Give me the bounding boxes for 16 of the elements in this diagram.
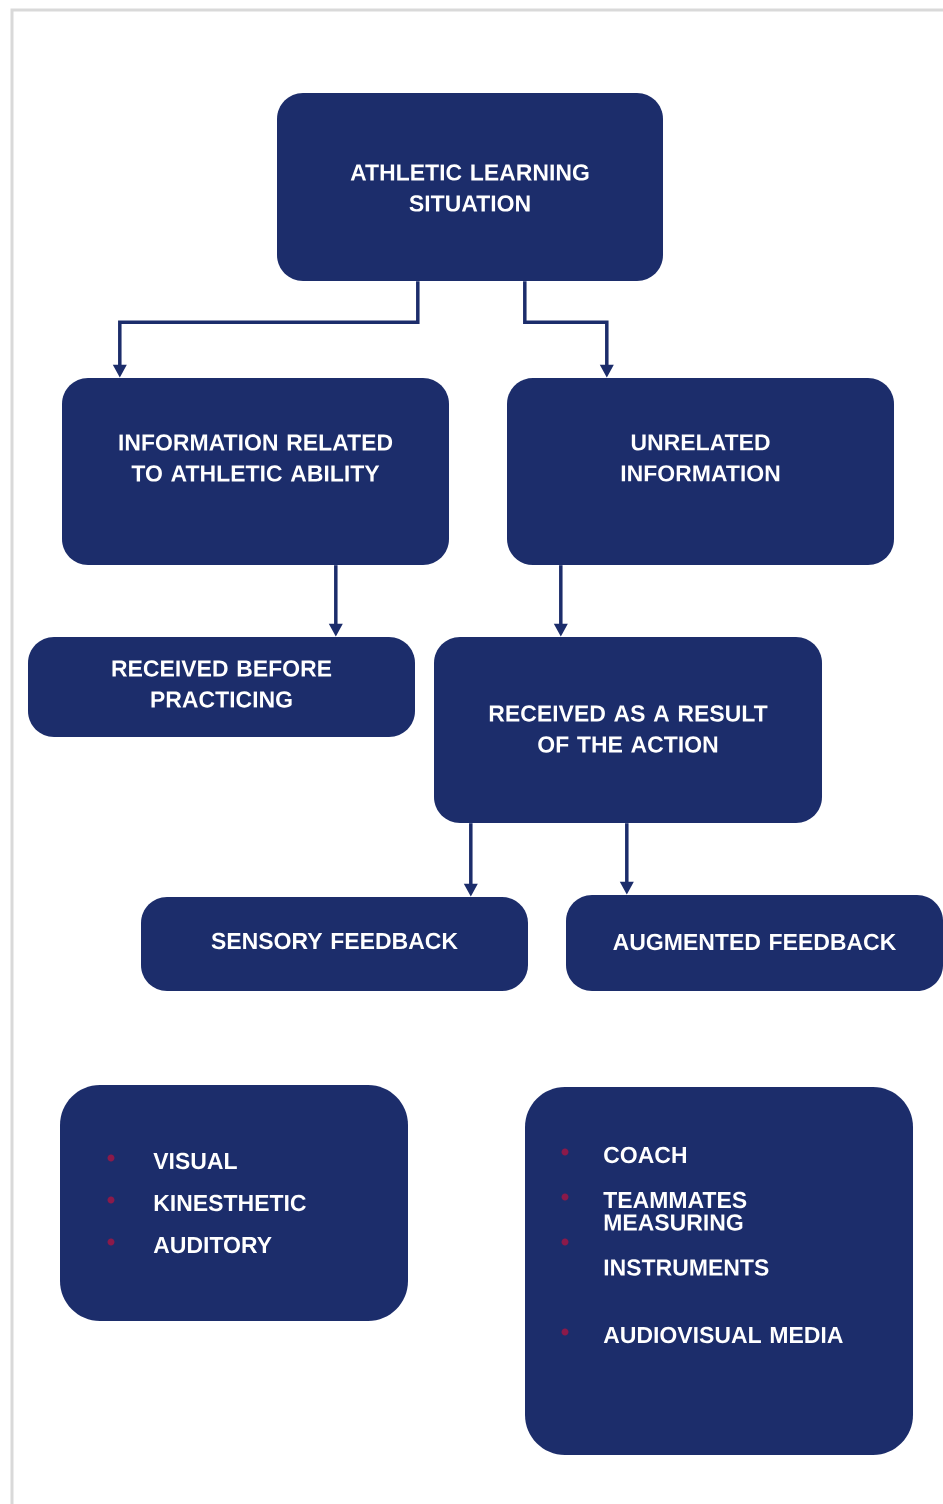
process-box: RECEIVED AS A RESULT OF THE ACTION (434, 637, 822, 823)
list-item: AUDIOVISUAL MEDIA (603, 1326, 843, 1344)
process-box: SENSORY FEEDBACK (141, 897, 528, 991)
process-box: RECEIVED BEFORE PRACTICING (28, 637, 415, 737)
process-box: UNRELATED INFORMATION (507, 378, 894, 565)
process-box: INFORMATION RELATED TO ATHLETIC ABILITY (62, 378, 449, 565)
list-item: TEAMMATES (603, 1191, 747, 1209)
list-item: MEASURING INSTRUMENTS (604, 1214, 769, 1276)
list-box (525, 1087, 913, 1455)
process-box: AUGMENTED FEEDBACK (566, 895, 943, 991)
process-box: ATHLETIC LEARNING SITUATION (277, 93, 663, 281)
list-item: KINESTHETIC (154, 1194, 306, 1212)
list-box (60, 1085, 408, 1321)
list-item: AUDITORY (153, 1236, 272, 1254)
list-item: VISUAL (153, 1152, 237, 1170)
list-item: COACH (604, 1146, 686, 1164)
